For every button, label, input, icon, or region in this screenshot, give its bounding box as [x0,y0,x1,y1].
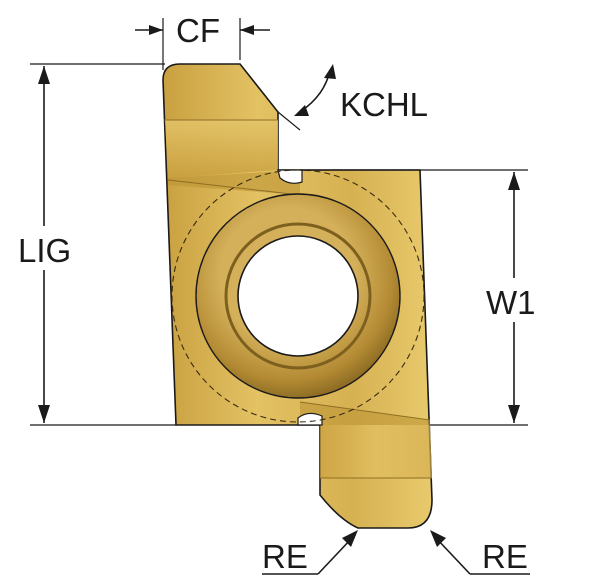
re-left-dimension: RE [262,530,358,575]
lig-label: LIG [18,232,71,269]
kchl-dimension: KCHL [277,64,428,131]
w1-label-bg [482,278,548,322]
lig-label-bg [14,226,86,270]
lower-diagonal [299,401,431,421]
lower-band [300,402,430,425]
re-right-label: RE [482,538,528,575]
re-left-label: RE [262,538,308,575]
w1-label: W1 [486,284,536,321]
kchl-label: KCHL [340,86,428,123]
upper-band [168,170,300,195]
upper-diagonal [167,179,301,196]
cf-label: CF [176,12,220,49]
lig-dimension: LIG [14,63,176,426]
bottom-foot-face [320,425,432,478]
ring-inner-shadow [224,222,372,370]
lower-notch [297,412,323,426]
center-hole [237,235,359,357]
top-tooth-face [165,120,278,178]
dashed-inscribed-circle [171,169,425,423]
cf-dimension: CF [135,12,270,70]
w1-dimension: W1 [300,169,548,426]
upper-notch [277,169,303,184]
re-right-dimension: RE [430,530,530,575]
